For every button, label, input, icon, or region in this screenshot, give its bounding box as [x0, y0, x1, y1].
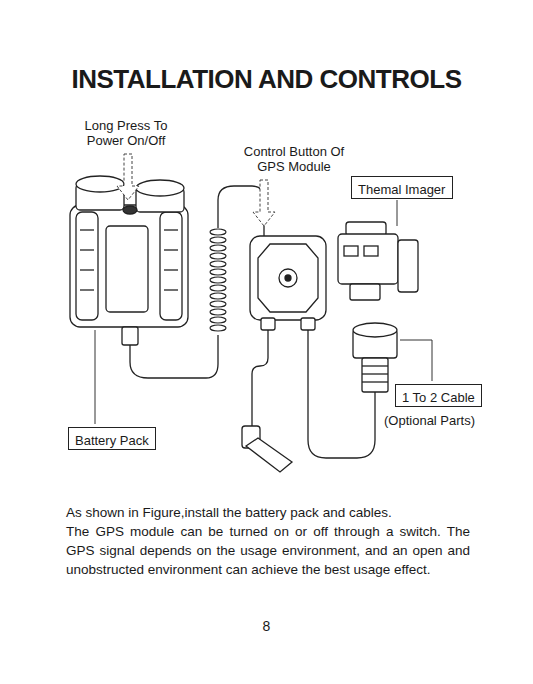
splitter-connector-drawing — [353, 323, 397, 392]
box-label: Battery Pack — [75, 433, 149, 448]
battery-pack-drawing — [70, 176, 188, 345]
grip-rib — [80, 269, 94, 270]
coil-turn — [210, 293, 226, 299]
power-button — [123, 206, 137, 214]
note-label: (Optional Parts) — [384, 413, 475, 428]
connector-neck — [362, 358, 388, 392]
callout-label: Control Button Of GPS Module — [236, 144, 352, 174]
label-box: 1 To 2 Cable — [395, 384, 482, 407]
imager-button — [364, 246, 378, 256]
coil-turn — [210, 309, 226, 315]
battery-plug — [122, 327, 138, 345]
callout-label: Long Press To Power On/Off — [80, 118, 172, 148]
connector-ring — [362, 381, 388, 382]
gps-logo — [279, 269, 297, 287]
battery-cap-top — [136, 180, 184, 196]
dashed-arrow — [117, 154, 139, 200]
battery-grip — [160, 212, 182, 320]
leader-lines — [95, 200, 432, 424]
coil-turn — [210, 269, 226, 275]
gps-module-drawing — [242, 236, 326, 472]
coil-turn — [210, 229, 226, 235]
gps-logo-dot — [285, 275, 291, 281]
battery-grip — [76, 212, 98, 320]
grip-rib — [164, 229, 178, 230]
gps-body — [250, 236, 326, 320]
gps-port — [261, 318, 275, 330]
page-number: 8 — [0, 618, 533, 634]
connector-ring — [362, 373, 388, 374]
body-text: The GPS module can be turned on or off t… — [66, 522, 470, 579]
coiled-cord — [210, 229, 226, 331]
press-arrows — [117, 154, 275, 226]
coil-turn — [210, 253, 226, 259]
battery-panel — [106, 226, 148, 312]
coil-turn — [210, 325, 226, 331]
coil-turn — [210, 245, 226, 251]
gps-face — [258, 244, 318, 312]
coil-turn — [210, 317, 226, 323]
leader-line — [400, 340, 432, 381]
imager-mount — [398, 240, 418, 292]
elbow-plug-tip — [246, 438, 292, 472]
imager-button — [344, 246, 358, 256]
imager-body — [338, 234, 398, 284]
connector-ring — [362, 365, 388, 366]
battery-cap-top — [76, 176, 124, 192]
battery-cable — [218, 186, 264, 236]
battery-body — [70, 205, 188, 327]
grip-rib — [164, 289, 178, 290]
grip-rib — [164, 269, 178, 270]
thermal-imager-drawing — [338, 222, 418, 300]
coil-turn — [210, 277, 226, 283]
box-label: Themal Imager — [358, 182, 445, 197]
label-box: Themal Imager — [351, 176, 453, 199]
box-label: 1 To 2 Cable — [402, 390, 475, 405]
coil-turn — [210, 237, 226, 243]
cables — [130, 186, 375, 458]
grip-rib — [80, 289, 94, 290]
label-box: Battery Pack — [68, 427, 156, 450]
body-text: As shown in Figure,install the battery p… — [66, 503, 470, 522]
page-title: INSTALLATION AND CONTROLS — [0, 64, 533, 95]
grip-rib — [80, 249, 94, 250]
grip-rib — [164, 249, 178, 250]
coil-turn — [210, 285, 226, 291]
gps-port — [301, 318, 315, 330]
coil-turn — [210, 301, 226, 307]
grip-rib — [80, 229, 94, 230]
battery-cable — [130, 335, 218, 378]
coil-turn — [210, 261, 226, 267]
connector-cap — [353, 323, 397, 337]
imager-base — [350, 284, 380, 300]
dashed-arrow — [253, 180, 275, 226]
leader-line — [397, 200, 398, 226]
leader-line — [95, 330, 96, 424]
gps-cable — [252, 330, 268, 428]
